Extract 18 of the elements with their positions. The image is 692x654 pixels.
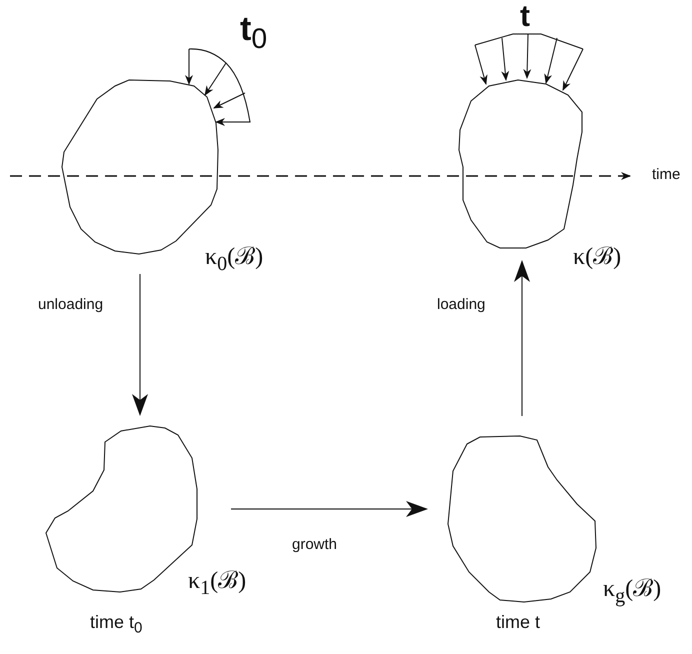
edge-label: unloading [38,296,104,313]
traction-label: t [520,0,530,34]
configuration-label: κ$_{1}$(ℬ) [188,567,246,600]
configuration-label: κ$_{0}$(ℬ) [205,243,264,276]
body-outline [62,80,218,254]
traction-label: t$_{0}$ [240,10,268,56]
time-label: time t$_{0}$ [90,612,142,637]
time-label: time t [496,612,540,633]
arrow [231,501,428,517]
edge-label: loading [437,296,486,313]
arrow [514,260,530,416]
axis-label: time [652,166,680,184]
configuration-label: κ$_{g}$(ℬ) [603,575,662,608]
arrow [132,274,148,416]
edge-label: growth [292,536,338,553]
configuration-label: κ(ℬ) [573,243,622,271]
body-outline [448,436,596,602]
body-outline [459,80,582,248]
